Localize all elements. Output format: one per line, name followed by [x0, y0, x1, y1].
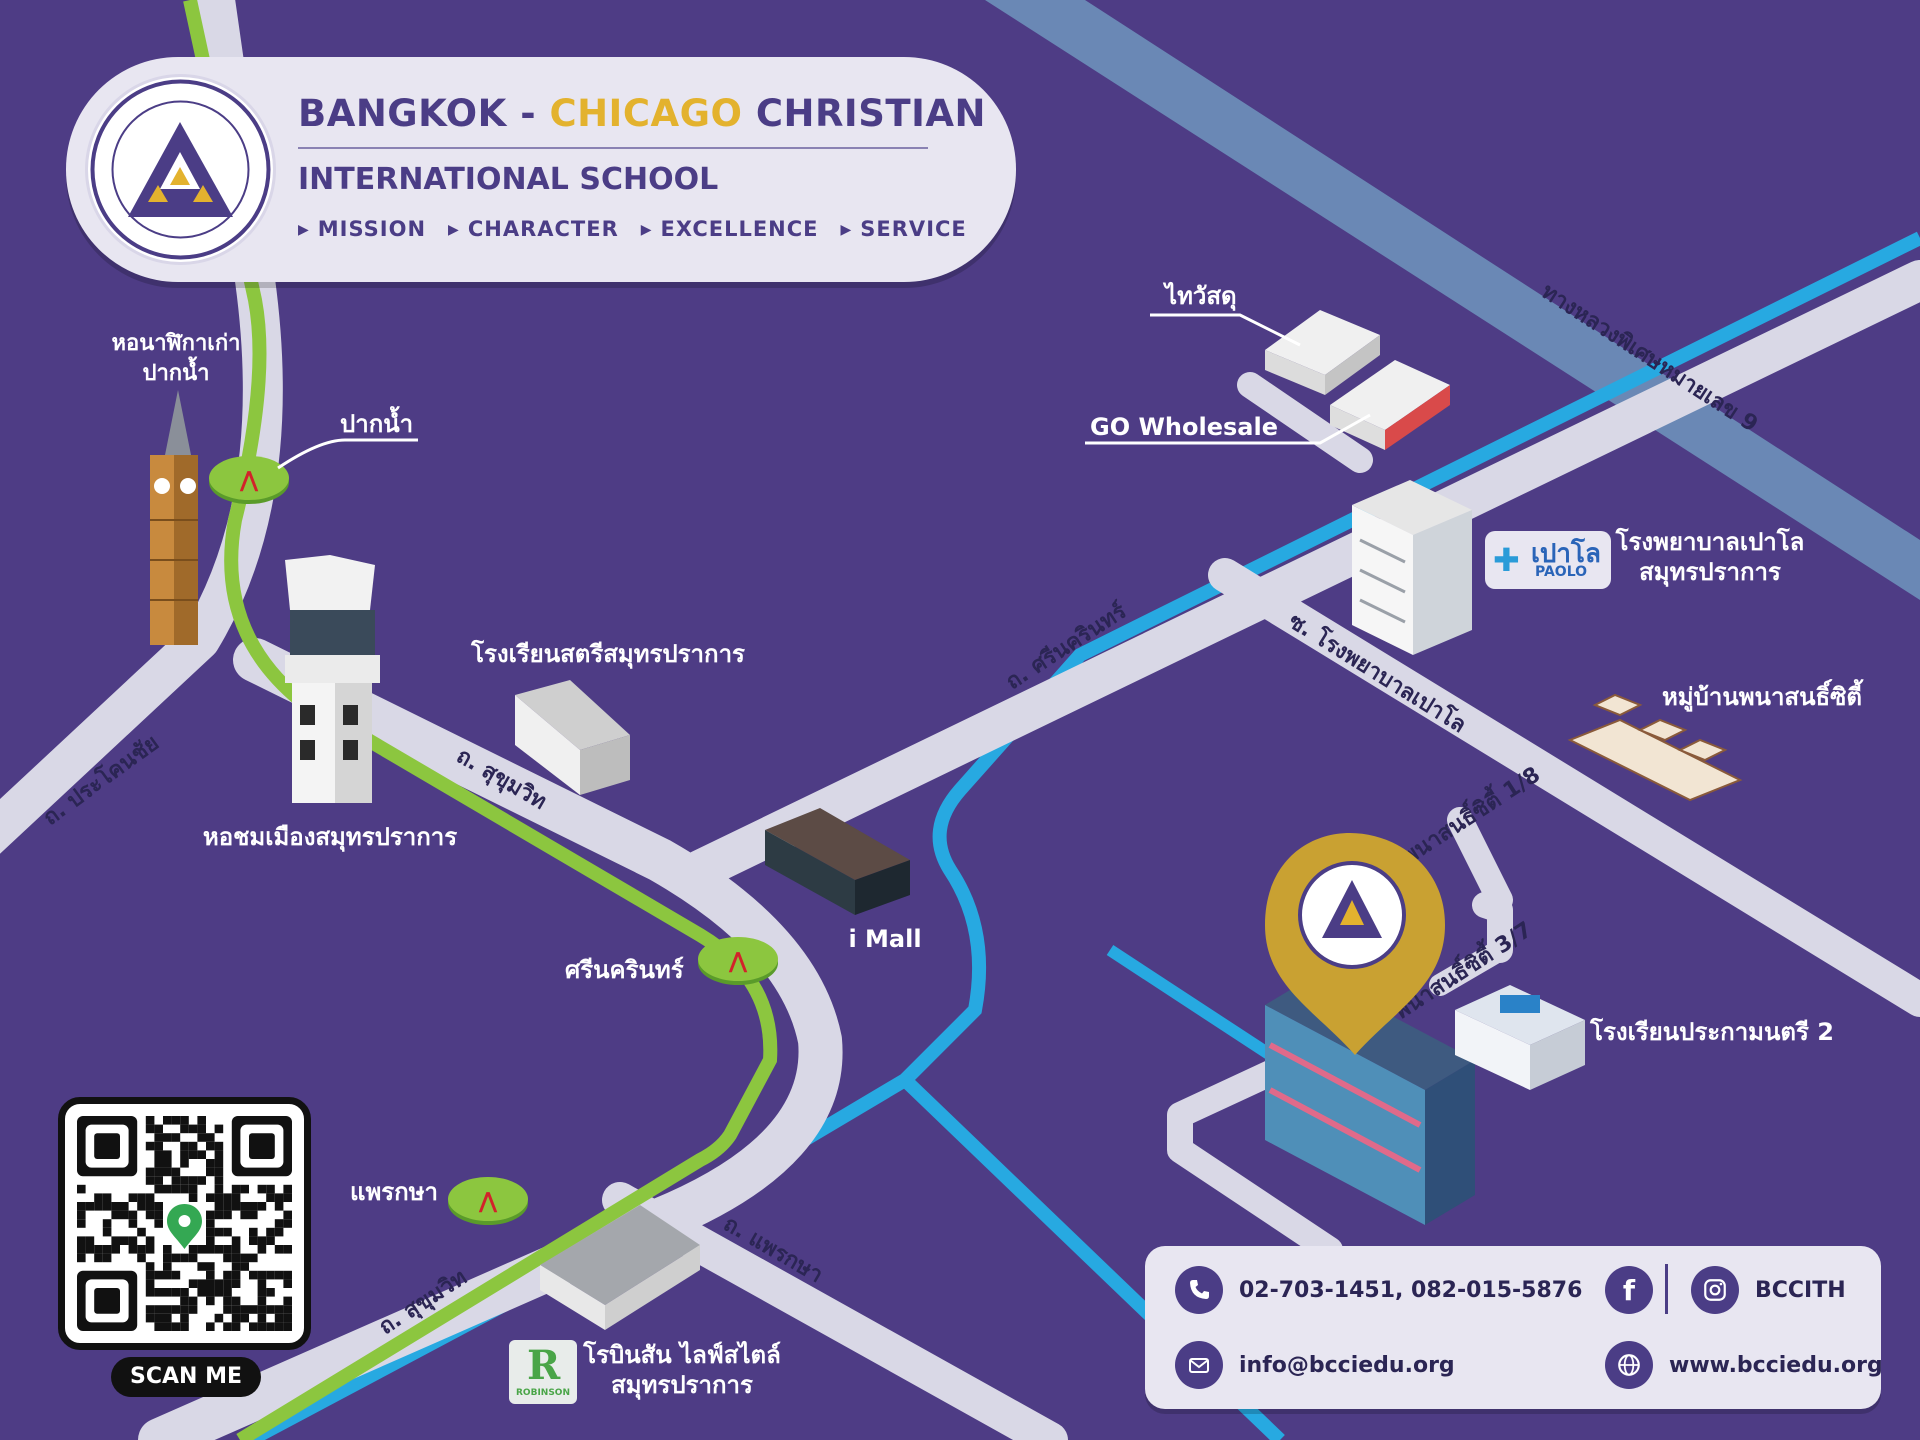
title-chicago: CHICAGO	[549, 92, 743, 135]
social-divider	[1665, 1264, 1668, 1314]
label-paknam-station: ปากน้ำ	[340, 405, 413, 438]
paolo-soi-road	[1208, 558, 1920, 1017]
srinakarin-road	[680, 260, 1920, 890]
instagram-icon[interactable]	[1691, 1266, 1739, 1314]
qr-code[interactable]	[58, 1097, 311, 1350]
school-name-line1: BANGKOK - CHICAGO CHRISTIAN	[298, 92, 986, 135]
robinson-r-icon: R	[527, 1342, 561, 1389]
go-wholesale-building	[1330, 360, 1450, 450]
robinson-logo: R ROBINSON	[509, 1340, 577, 1404]
social-handle[interactable]: BCCITH	[1755, 1277, 1846, 1303]
phone-icon	[1175, 1266, 1223, 1314]
value-item: ▶ EXCELLENCE	[641, 217, 819, 241]
label-clock-tower-line2: ปากน้ำ	[142, 356, 209, 386]
value-item: ▶ CHARACTER	[448, 217, 619, 241]
triangle-bullet-icon: ▶	[448, 222, 460, 238]
label-paolo-hospital-line2: สมุทรปราการ	[1639, 558, 1781, 588]
thai-watsadu-building	[1265, 310, 1380, 395]
email-row: info@bcciedu.org	[1175, 1341, 1455, 1389]
contact-card: 02-703-1451, 082-015-5876 info@bcciedu.o…	[1145, 1246, 1883, 1409]
title-bangkok: BANGKOK -	[298, 92, 550, 135]
bts-green-line	[183, 0, 778, 1440]
label-robinson-line1: โรบินสัน ไลฟ์สไตล์	[582, 1340, 781, 1369]
label-go-wholesale: GO Wholesale	[1090, 413, 1278, 441]
label-paolo-hospital-line1: โรงพยาบาลเปาโล	[1615, 527, 1805, 556]
email-address[interactable]: info@bcciedu.org	[1239, 1352, 1455, 1378]
canal-main	[246, 231, 1920, 1440]
paolo-hospital-building	[1352, 480, 1472, 655]
village-road	[1429, 939, 1511, 996]
mail-icon	[1175, 1341, 1223, 1389]
label-thai-watsadu: ไทวัสดุ	[1162, 281, 1237, 312]
school-prakanmontri-building	[1455, 985, 1585, 1090]
watch-tower-building	[285, 555, 380, 803]
scan-me-label: SCAN ME	[111, 1357, 261, 1397]
station-marker-phraeksa: ⋀	[448, 1177, 528, 1225]
social-row: f BCCITH	[1605, 1266, 1846, 1314]
triangle-bullet-icon: ▶	[840, 222, 853, 238]
value-character: CHARACTER	[467, 217, 619, 241]
label-school-prakanmontri: โรงเรียนประกามนตรี 2	[1589, 1017, 1834, 1046]
school-header-card: BANGKOK - CHICAGO CHRISTIAN INTERNATIONA…	[66, 57, 1016, 282]
value-item: ▶ SERVICE	[841, 217, 967, 241]
robinson-logo-text: ROBINSON	[516, 1388, 570, 1398]
school-loop-road	[1447, 807, 1513, 963]
school-strisamut-building	[515, 680, 630, 795]
paolo-logo-thai: เปาโล	[1531, 539, 1601, 569]
label-watch-tower: หอชมเมืองสมุทรปราการ	[203, 823, 457, 853]
qr-pattern	[77, 1116, 292, 1331]
village-houses	[1567, 693, 1743, 802]
svg-text:⋀: ⋀	[479, 1189, 498, 1214]
phone-row: 02-703-1451, 082-015-5876	[1175, 1266, 1582, 1314]
label-village: หมู่บ้านพนาสนธิ์ซิตี้	[1662, 678, 1864, 712]
robinson-building	[540, 1205, 700, 1330]
label-phraeksa-station: แพรกษา	[350, 1178, 438, 1206]
website-url[interactable]: www.bcciedu.org	[1669, 1352, 1883, 1378]
value-service: SERVICE	[860, 217, 967, 241]
label-srinakarin-station: ศรีนครินทร์	[565, 956, 684, 984]
header-divider	[298, 147, 928, 149]
label-robinson-line2: สมุทรปราการ	[611, 1371, 753, 1401]
triangle-bullet-icon: ▶	[640, 222, 653, 238]
clock-tower-building	[150, 390, 198, 645]
paolo-logo-latin: PAOLO	[1535, 564, 1588, 580]
facebook-icon[interactable]: f	[1605, 1266, 1653, 1314]
imall-building	[765, 808, 910, 915]
website-row: www.bcciedu.org	[1605, 1341, 1883, 1389]
motorway-road	[985, 0, 1920, 600]
location-pin-icon	[1265, 833, 1445, 1055]
station-marker-srinakarin: ⋀	[698, 937, 778, 985]
paolo-cross-icon: ✚	[1493, 541, 1520, 579]
station-marker-paknam: ⋀	[209, 456, 289, 504]
title-christian: CHRISTIAN	[742, 92, 986, 135]
school-name-line2: INTERNATIONAL SCHOOL	[298, 162, 719, 197]
label-imall: i Mall	[848, 925, 921, 953]
triangle-bullet-icon: ▶	[298, 222, 310, 238]
label-clock-tower-line1: หอนาฬิกาเก่า	[111, 331, 240, 356]
svg-text:⋀: ⋀	[729, 949, 748, 974]
school-access-road	[1167, 1037, 1343, 1263]
paolo-logo: ✚ เปาโล PAOLO	[1485, 531, 1611, 589]
svg-text:⋀: ⋀	[240, 468, 259, 493]
school-values: ▶ MISSION ▶ CHARACTER ▶ EXCELLENCE ▶ SERVICE	[298, 217, 967, 241]
sukhumvit-road	[138, 638, 843, 1440]
phone-number[interactable]: 02-703-1451, 082-015-5876	[1239, 1277, 1583, 1303]
thai-watsadu-road	[1237, 372, 1373, 473]
value-excellence: EXCELLENCE	[660, 217, 819, 241]
globe-icon	[1605, 1341, 1653, 1389]
value-item: ▶ MISSION	[298, 217, 426, 241]
school-logo	[88, 77, 273, 262]
value-mission: MISSION	[317, 217, 427, 241]
label-school-strisamut: โรงเรียนสตรีสมุทรปราการ	[470, 639, 745, 670]
